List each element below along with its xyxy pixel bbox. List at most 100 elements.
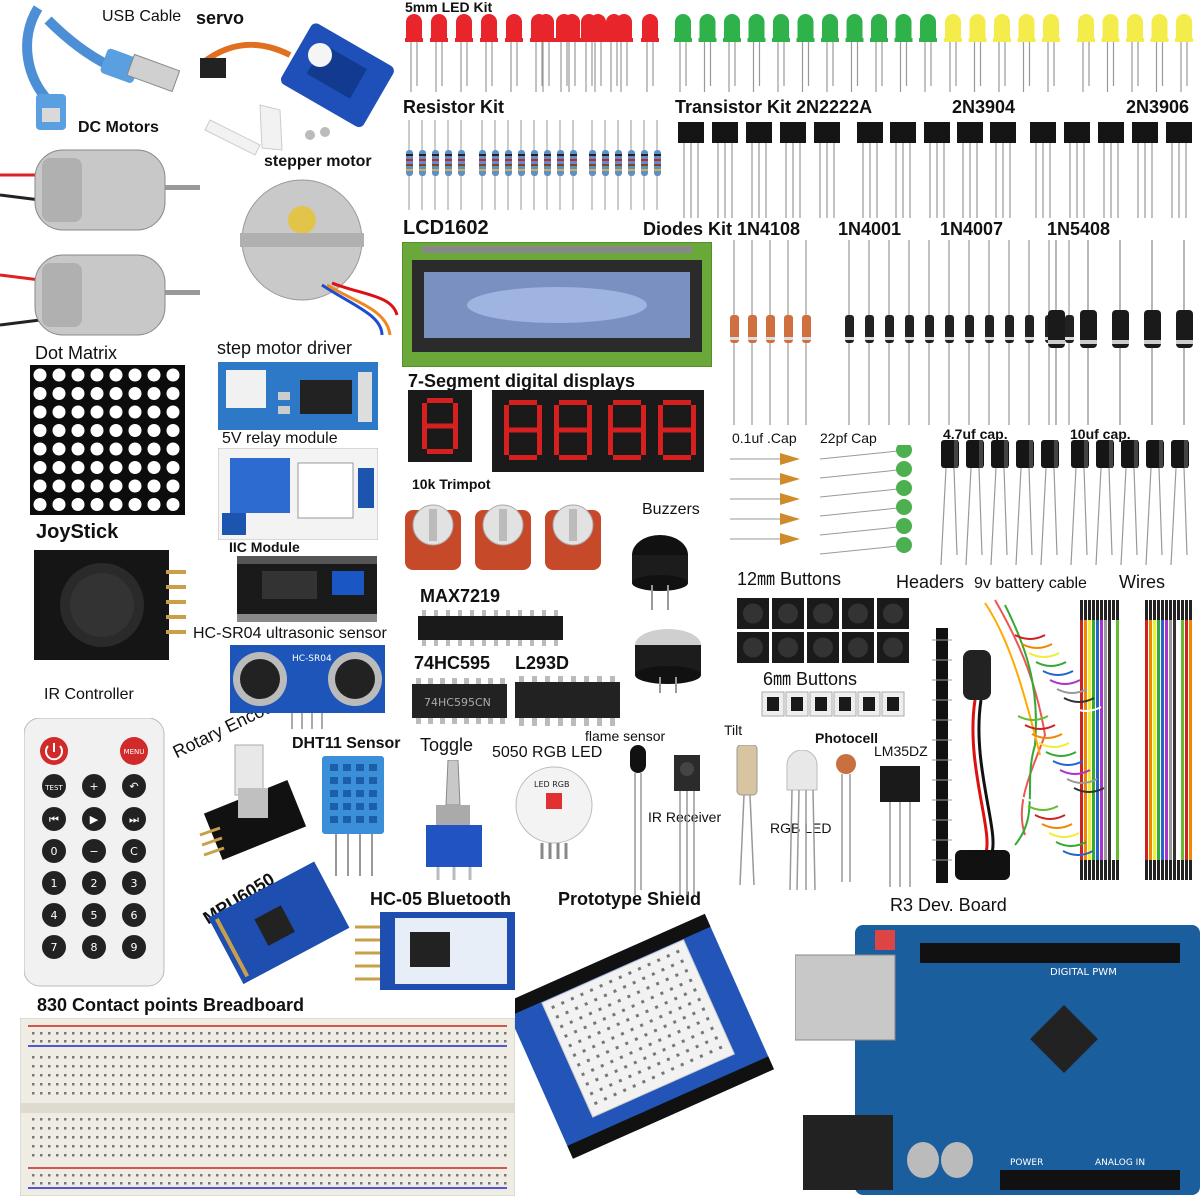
ic-74hc595-label: 74HC595 — [414, 653, 491, 673]
dot-matrix — [30, 365, 185, 515]
led-rgb-marking: LED RGB — [534, 780, 569, 789]
remote-button-label: 3 — [131, 877, 138, 890]
remote-button-label: ⏮ — [49, 813, 59, 826]
lcd1602-label: LCD1602 — [403, 217, 489, 239]
remote-button-label: 8 — [91, 941, 98, 954]
tilt-label: Tilt — [724, 722, 743, 738]
transistor-2n3904-label: 2N3904 — [952, 97, 1016, 117]
buzzers — [630, 525, 710, 695]
lm35dz-sensor — [880, 762, 920, 887]
dc-motor-1 — [0, 140, 205, 240]
mpu6050-module — [200, 860, 360, 990]
transistor-kit — [672, 118, 1197, 218]
buzzers-label: Buzzers — [642, 501, 700, 518]
rgb-led-5050-label: 5050 RGB LED — [492, 744, 603, 761]
breadboard-label: 830 Contact points Breadboard — [37, 995, 305, 1015]
rgb-led-label: RGB LED — [770, 820, 832, 836]
remote-button-label: + — [89, 780, 98, 793]
diode-1n4007-label: 1N4007 — [940, 219, 1004, 239]
remote-button-label: − — [89, 845, 98, 858]
remote-button-label: 6 — [131, 909, 138, 922]
rgb-led — [782, 750, 822, 890]
remote-button-label: 9 — [131, 941, 138, 954]
stepper-motor — [232, 175, 402, 340]
buttons-6mm-label: 6㎜ Buttons — [763, 669, 858, 689]
chip-l293d — [515, 676, 620, 726]
ir-receiver-label: IR Receiver — [648, 809, 722, 825]
rotary-encoder — [190, 740, 310, 860]
usb-cable — [8, 0, 188, 135]
remote-button-label: ⏭ — [129, 813, 139, 826]
diode-1n5408-label: 1N5408 — [1047, 219, 1111, 239]
toggle-switch — [420, 760, 490, 880]
trimpot-label: 10k Trimpot — [412, 476, 491, 492]
dot-matrix-label: Dot Matrix — [35, 343, 118, 363]
diodes-kit-label: Diodes Kit 1N4108 — [643, 219, 801, 239]
toggle-label: Toggle — [420, 735, 474, 755]
hc05-module — [355, 912, 515, 992]
remote-button-label: ▶ — [90, 813, 99, 826]
cap-01uf-label: 0.1uf .Cap — [732, 430, 797, 446]
flame-sensor — [628, 745, 648, 895]
remote-button-label: 2 — [91, 877, 98, 890]
dc-motors-label: DC Motors — [78, 119, 159, 136]
buttons-6mm — [760, 688, 910, 724]
iic-module-label: IIC Module — [229, 539, 300, 555]
photocell-label: Photocell — [815, 730, 879, 746]
relay-module — [218, 448, 378, 540]
remote-button-label: TEST — [44, 784, 63, 792]
resistor-kit — [400, 120, 665, 210]
hc05-label: HC-05 Bluetooth — [370, 889, 511, 909]
photocell — [834, 752, 858, 882]
breadboard-830 — [20, 1018, 515, 1196]
cap-10uf-label: 10uf cap. — [1070, 426, 1131, 442]
board-digital-marking: DIGITAL PWM — [1050, 967, 1117, 978]
prototype-shield — [515, 910, 775, 1190]
battery-cable-label: 9v battery cable — [974, 575, 1087, 592]
electrolytic-cap-10uf — [1065, 440, 1195, 565]
pin-headers — [930, 600, 960, 890]
ir-receiver — [672, 755, 702, 895]
cap-47uf-label: 4.7uf cap. — [943, 426, 1008, 442]
dc-motor-2 — [0, 245, 205, 345]
ceramic-cap-01uf — [730, 445, 810, 565]
max7219-chip — [418, 610, 563, 646]
servo-label: servo — [196, 8, 245, 28]
remote-button-label: C — [130, 845, 138, 858]
hcsr04-label: HC-SR04 ultrasonic sensor — [193, 625, 387, 642]
ic-l293d-label: L293D — [515, 653, 570, 673]
buttons-12mm — [735, 596, 915, 666]
led-kit-label: 5mm LED Kit — [405, 0, 493, 15]
seven-segment-label: 7-Segment digital displays — [408, 371, 636, 391]
max7219-label: MAX7219 — [420, 586, 501, 606]
chip-74hc595: 74HC595CN — [412, 678, 507, 724]
cap-22pf-label: 22pf Cap — [820, 430, 877, 446]
chip-74hc595-marking: 74HC595CN — [424, 696, 491, 709]
tilt-switch — [732, 745, 762, 885]
remote-menu-label: MENU — [124, 748, 145, 756]
jumper-wires — [1010, 595, 1200, 890]
buttons-12mm-label: 12㎜ Buttons — [737, 569, 842, 589]
diode-1n4001-label: 1N4001 — [838, 219, 902, 239]
led-kit — [400, 12, 1200, 97]
relay-module-label: 5V relay module — [222, 430, 338, 447]
prototype-shield-label: Prototype Shield — [558, 889, 702, 909]
remote-button-label: 0 — [51, 845, 58, 858]
seven-segment-displays — [408, 390, 708, 475]
hcsr04-sensor: HC-SR04 — [230, 645, 385, 730]
transistor-2n3906-label: 2N3906 — [1126, 97, 1190, 117]
board-analog-marking: ANALOG IN — [1095, 1158, 1145, 1168]
joystick-label: JoyStick — [36, 521, 119, 543]
remote-button-label: 7 — [51, 941, 58, 954]
lcd1602-display — [402, 242, 712, 367]
resistor-kit-label: Resistor Kit — [403, 97, 505, 117]
remote-button-label: 1 — [51, 877, 58, 890]
dht11-label: DHT11 Sensor — [292, 735, 401, 752]
remote-button-label: ↶ — [129, 780, 138, 793]
headers-label: Headers — [896, 572, 965, 592]
servo-motor — [200, 20, 400, 160]
trimpots — [405, 495, 605, 575]
diodes-kit — [720, 240, 1200, 425]
remote-button-label: 5 — [91, 909, 98, 922]
